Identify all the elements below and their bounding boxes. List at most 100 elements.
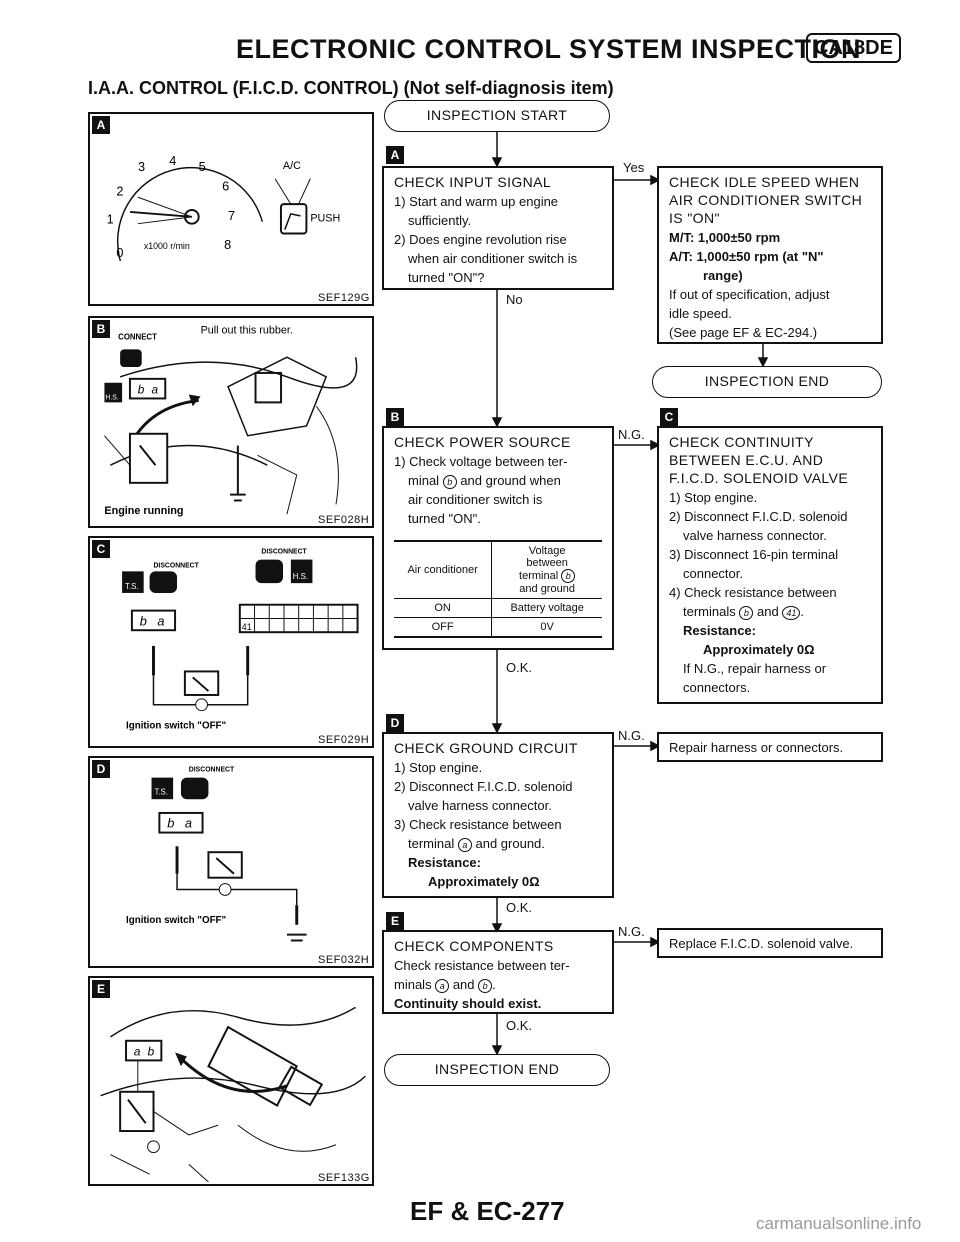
step-c-head2: BETWEEN E.C.U. AND bbox=[669, 452, 824, 468]
step-d-line4: 3) Check resistance between bbox=[394, 817, 562, 832]
ts-label: T.S. bbox=[154, 787, 167, 796]
step-d-resistance: Resistance: bbox=[408, 855, 481, 870]
step-d-line5: terminal a and ground. bbox=[394, 834, 602, 853]
idle-mt: M/T: 1,000±50 rpm bbox=[669, 230, 781, 245]
disconnect-label: DISCONNECT bbox=[189, 767, 235, 774]
step-c-approx: Approximately 0Ω bbox=[703, 642, 815, 657]
push-label: PUSH bbox=[310, 213, 340, 225]
terminal-b-mark: b bbox=[478, 978, 493, 993]
vt-col2-l3: terminal b bbox=[494, 569, 600, 583]
step-e-line2-a: minals bbox=[394, 977, 432, 992]
terminal-a-mark: a bbox=[457, 837, 472, 852]
tach-unit: x1000 r/min bbox=[144, 241, 190, 251]
vt-value-on: Battery voltage bbox=[491, 598, 602, 618]
idle-head2: AIR CONDITIONER SWITCH bbox=[669, 192, 863, 208]
terminal-b-mark: b bbox=[442, 474, 457, 489]
step-c-line7: terminals b and 41. bbox=[683, 604, 804, 620]
step-e-letter: E bbox=[386, 912, 404, 930]
vt-col2-l1: Voltage bbox=[528, 545, 566, 557]
step-a-line5: turned "ON"? bbox=[408, 270, 485, 285]
tach-num-5: 5 bbox=[199, 159, 206, 174]
figure-a-code: SEF129G bbox=[318, 292, 370, 304]
tach-num-2: 2 bbox=[116, 183, 123, 198]
tach-num-7: 7 bbox=[228, 208, 235, 223]
page-number: EF & EC-277 bbox=[410, 1196, 565, 1226]
term-a: a bbox=[185, 816, 192, 831]
voltage-table: Air conditioner Voltage between terminal… bbox=[394, 540, 602, 638]
ok-label-3: O.K. bbox=[506, 1018, 533, 1033]
idle-at: A/T: 1,000±50 rpm (at "N" bbox=[669, 249, 824, 264]
ohmmeter-icon bbox=[183, 670, 220, 696]
step-c-head3: F.I.C.D. SOLENOID VALVE bbox=[669, 470, 849, 486]
yes-label: Yes bbox=[623, 160, 645, 175]
vt-col2-header: Voltage between terminal b and ground bbox=[491, 540, 602, 599]
figure-e-letter: E bbox=[92, 980, 110, 998]
repair-text: Repair harness or connectors. bbox=[669, 740, 844, 755]
step-c-head1: CHECK CONTINUITY bbox=[669, 434, 814, 450]
table-row: OFF 0V bbox=[394, 617, 602, 638]
ng-label-1: N.G. bbox=[618, 427, 645, 442]
hs-badge-icon bbox=[290, 559, 313, 584]
step-c-box: CHECK CONTINUITY BETWEEN E.C.U. AND F.I.… bbox=[657, 426, 883, 704]
step-a-line3: 2) Does engine revolution rise bbox=[394, 232, 567, 247]
step-a-heading: CHECK INPUT SIGNAL bbox=[394, 174, 552, 190]
figure-a-tachometer: 0 1 2 3 4 5 6 7 8 x1000 r/min A/C PUSH bbox=[88, 112, 374, 306]
term-b: b bbox=[148, 1045, 155, 1058]
ts-label: T.S. bbox=[125, 582, 138, 591]
step-b-letter: B bbox=[386, 408, 404, 426]
term-b: b bbox=[138, 384, 145, 397]
figure-c-diagram: DISCONNECT T.S. b a DISCONNECT H.S. 41 I… bbox=[88, 536, 374, 748]
step-c-line2: 2) Disconnect F.I.C.D. solenoid bbox=[669, 509, 848, 524]
tach-num-8: 8 bbox=[224, 237, 231, 252]
ac-label: A/C bbox=[283, 160, 301, 172]
idle-speed-box: CHECK IDLE SPEED WHEN AIR CONDITIONER SW… bbox=[657, 166, 883, 344]
step-d-line5-a: terminal bbox=[408, 836, 455, 851]
terminal-b-mark: b bbox=[561, 569, 576, 583]
figure-d-diagram: DISCONNECT T.S. b a Ignition switch "OFF… bbox=[88, 756, 374, 968]
tach-num-3: 3 bbox=[138, 159, 145, 174]
idle-head1: CHECK IDLE SPEED WHEN bbox=[669, 174, 860, 190]
tach-num-0: 0 bbox=[116, 245, 123, 260]
connector-right-icon bbox=[255, 559, 283, 584]
ok-label-1: O.K. bbox=[506, 660, 533, 675]
step-a-line4: when air conditioner switch is bbox=[408, 251, 578, 266]
vt-col2-l2: between bbox=[526, 557, 568, 569]
step-d-letter: D bbox=[386, 714, 404, 732]
vt-col2-l4: and ground bbox=[519, 583, 575, 595]
vt-col1-header: Air conditioner bbox=[394, 540, 493, 599]
terminal-b-mark: b bbox=[739, 605, 754, 620]
step-d-heading: CHECK GROUND CIRCUIT bbox=[394, 740, 578, 756]
step-d-line3: valve harness connector. bbox=[408, 798, 552, 813]
step-c-line1: 1) Stop engine. bbox=[669, 490, 758, 505]
ok-label-2: O.K. bbox=[506, 900, 533, 915]
idle-range: range) bbox=[703, 268, 743, 283]
figure-e-photo: a b bbox=[88, 976, 374, 1186]
figure-b-code: SEF028H bbox=[318, 514, 370, 526]
running-label: Engine running bbox=[104, 505, 183, 517]
connector-icon bbox=[180, 777, 209, 800]
hs-badge-icon bbox=[104, 382, 123, 403]
ts-badge-icon bbox=[151, 777, 174, 800]
figure-e-code: SEF133G bbox=[318, 1172, 370, 1184]
step-a-line2: sufficiently. bbox=[408, 213, 472, 228]
vt-state-off: OFF bbox=[394, 617, 493, 638]
step-c-line7-a: terminals bbox=[683, 604, 736, 619]
table-row: ON Battery voltage bbox=[394, 598, 602, 618]
rubber-label: Pull out this rubber. bbox=[201, 325, 293, 337]
ac-switch-icon bbox=[279, 203, 308, 235]
step-b-heading: CHECK POWER SOURCE bbox=[394, 434, 571, 450]
step-d-approx: Approximately 0Ω bbox=[428, 874, 540, 889]
figure-b-letter: B bbox=[92, 320, 110, 338]
pin-label: 41 bbox=[242, 622, 252, 632]
tach-num-6: 6 bbox=[222, 178, 229, 193]
idle-line8: idle speed. bbox=[669, 306, 732, 321]
term-a: a bbox=[134, 1045, 141, 1058]
ng-label-3: N.G. bbox=[618, 924, 645, 939]
step-c-resistance: Resistance: bbox=[683, 623, 756, 638]
figure-a-letter: A bbox=[92, 116, 110, 134]
ignition-label: Ignition switch "OFF" bbox=[126, 915, 226, 926]
step-c-line10: If N.G., repair harness or bbox=[683, 661, 827, 676]
step-e-line1: Check resistance between ter- bbox=[394, 958, 570, 973]
idle-line9: (See page EF & EC-294.) bbox=[669, 325, 818, 340]
figure-d-code: SEF032H bbox=[318, 954, 370, 966]
